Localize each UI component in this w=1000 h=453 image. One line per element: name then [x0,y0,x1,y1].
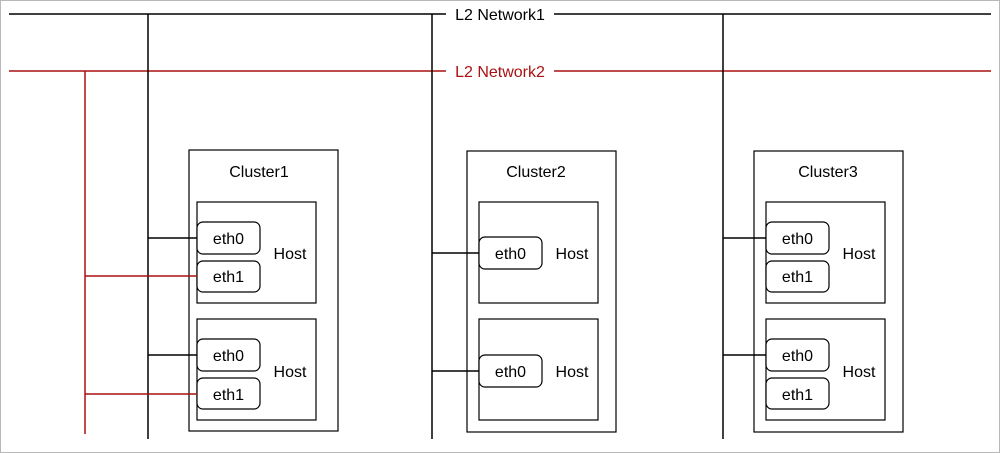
cluster1-host2-label: Host [274,364,307,381]
cluster1-host2-box [196,318,317,421]
cluster1-box [188,149,339,432]
cluster2-host2-label: Host [556,364,589,381]
cluster3-host2-eth1-port [765,377,830,410]
cluster1-host1-eth1-label: eth1 [213,269,244,286]
cluster2-host1-label: Host [556,246,589,263]
cluster1-label: Cluster1 [229,164,289,181]
cluster2-host2-eth0-label: eth0 [495,364,526,381]
cluster3-host1-eth1-port [765,260,830,293]
cluster1-host2-eth0-label: eth0 [213,348,244,365]
cluster3-host1-box [765,201,886,304]
l2-network2-label: L2 Network2 [455,64,545,81]
cluster2-host1-eth0-label: eth0 [495,246,526,263]
cluster2-box [466,150,617,433]
cluster3-host2-label: Host [843,364,876,381]
cluster1-host2-eth1-label: eth1 [213,387,244,404]
cluster3-host1-eth0-label: eth0 [782,231,813,248]
cluster3-host1-label: Host [843,246,876,263]
cluster3-host2-eth0-label: eth0 [782,348,813,365]
l2-network1-label: L2 Network1 [455,7,545,24]
cluster2-label: Cluster2 [506,164,566,181]
cluster1-host1-eth0-label: eth0 [213,231,244,248]
cluster3-host1-eth1-label: eth1 [782,269,813,286]
cluster3-box [753,150,904,433]
cluster3-label: Cluster3 [798,164,858,181]
cluster1-host1-label: Host [274,246,307,263]
cluster1-host1-box [196,201,317,304]
cluster3-host2-box [765,318,886,421]
cluster3-host2-eth1-label: eth1 [782,387,813,404]
